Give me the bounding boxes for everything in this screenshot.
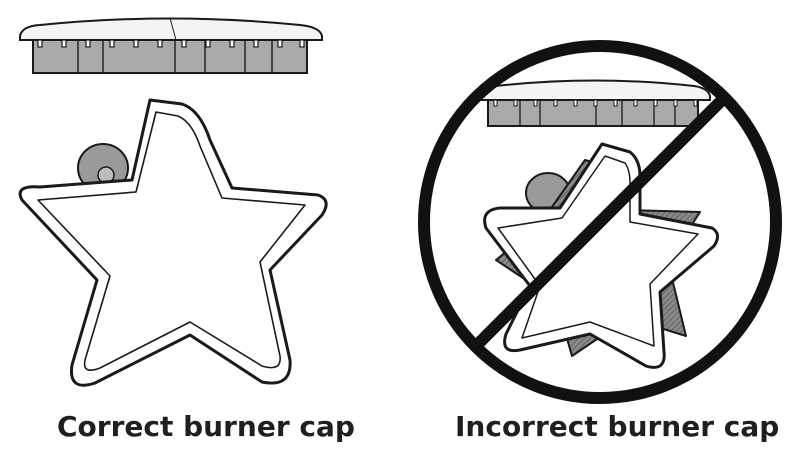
correct-cap-top-view	[18, 98, 328, 387]
incorrect-caption: Incorrect burner cap	[455, 410, 780, 443]
correct-cap-side-view	[19, 17, 323, 74]
correct-caption: Correct burner cap	[57, 410, 355, 443]
prohibition-sign-icon	[418, 40, 782, 404]
incorrect-cap-side-view	[479, 79, 711, 127]
incorrect-cap-top-view	[483, 142, 719, 369]
